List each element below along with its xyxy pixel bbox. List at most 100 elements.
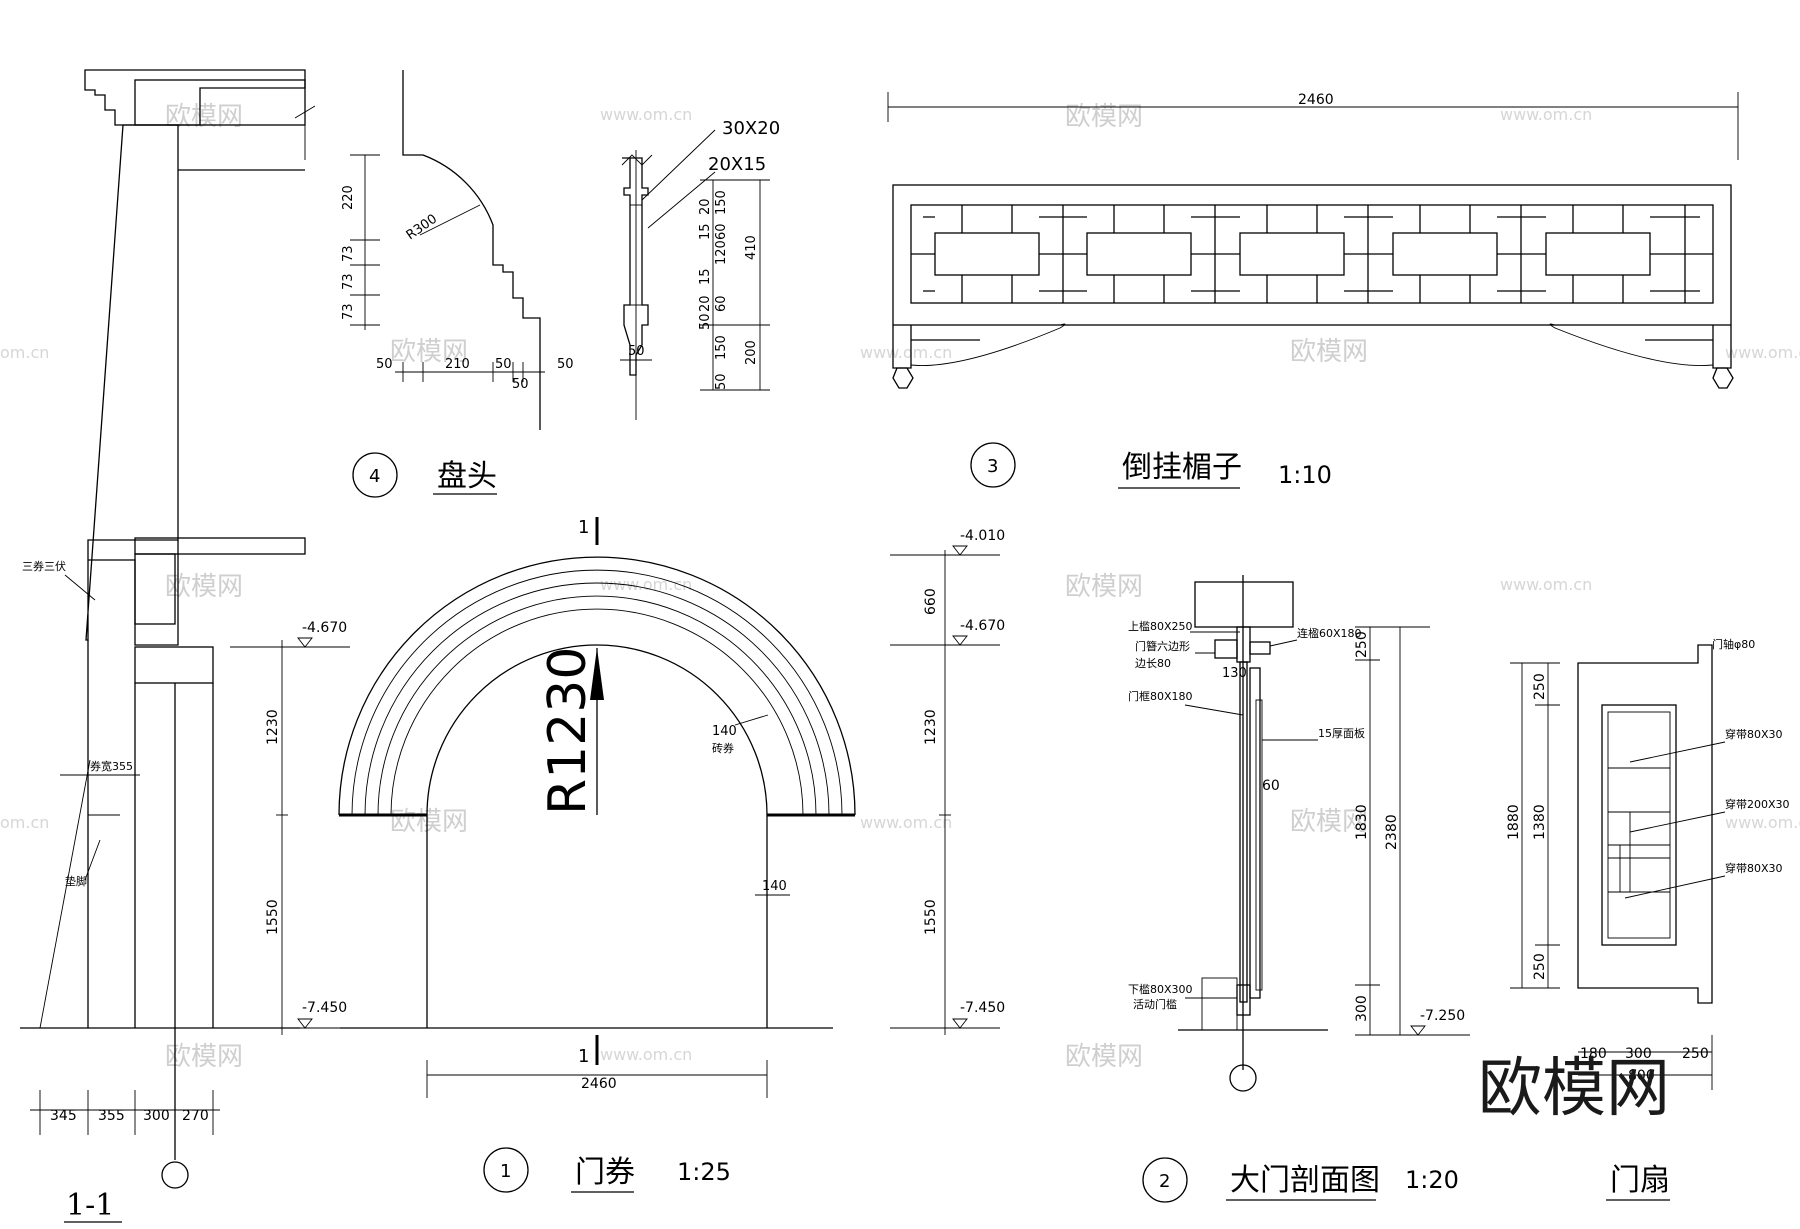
dim-value: 60	[714, 223, 729, 240]
door-panel	[1255, 699, 1263, 991]
dim-value: 15	[698, 268, 713, 285]
frame-section-detail: 30X20 20X15 50 20 150 15 60 120 15 20 60…	[620, 118, 780, 420]
level-marker	[297, 1018, 313, 1029]
watermark-logo: 欧模网	[1065, 1042, 1143, 1072]
detail-2-gate-section: 上槛80X250 门簪六边形 边长80 门框80X180 下槛80X300 活动…	[1128, 575, 1470, 1203]
label-base: 垫脚	[65, 874, 87, 888]
leader	[1184, 704, 1244, 716]
dim-value: 50	[376, 357, 393, 372]
detail-scale: 1:10	[1278, 461, 1332, 489]
label: 活动门槛	[1133, 997, 1177, 1011]
break-line	[294, 70, 316, 160]
dim-value: 130	[1222, 666, 1247, 681]
batter-line	[39, 759, 91, 1029]
arch-thickness	[88, 540, 179, 646]
leader	[84, 839, 101, 881]
dim-value: 50	[698, 313, 713, 330]
dim-value: 60	[714, 295, 729, 312]
level-marker	[952, 635, 968, 646]
watermark-site: www.om.cn	[860, 343, 952, 362]
leader	[1629, 811, 1726, 833]
watermark-logo: 欧模网	[1065, 572, 1143, 602]
watermark-logo: 欧模网	[1065, 102, 1143, 132]
leader	[1629, 741, 1726, 763]
dim-value: 345	[50, 1108, 77, 1124]
level-value: -4.670	[960, 618, 1005, 634]
dim-value: 1880	[1506, 804, 1522, 840]
meizi-feet	[892, 367, 1734, 389]
watermark-logo: 欧模网	[165, 572, 243, 602]
dim-line	[734, 714, 769, 726]
dim-value: 1550	[923, 899, 939, 935]
dim-value: 73	[341, 245, 356, 262]
detail-number: 3	[987, 456, 998, 477]
watermark-site: www.om.cn	[1500, 105, 1592, 124]
dim-value: 150	[714, 190, 729, 215]
level-marker	[297, 637, 313, 648]
arch-ring	[364, 582, 830, 816]
label: 穿带80X30	[1725, 727, 1783, 741]
detail-bubble	[970, 442, 1016, 488]
dim-value: 355	[98, 1108, 125, 1124]
level-value: -4.010	[960, 528, 1005, 544]
level-marker	[952, 1018, 968, 1029]
detail-title: 门券	[575, 1155, 635, 1190]
dim-value: 73	[341, 303, 356, 320]
watermark-site: www.om.cn	[1500, 575, 1592, 594]
meizi-outer-frame	[892, 184, 1732, 326]
tapered-wall	[85, 124, 179, 641]
detail-bubble	[352, 452, 398, 498]
dim-value: 1230	[923, 709, 939, 745]
hanging-flower-ornament	[910, 323, 1714, 366]
level-value: -7.250	[1420, 1008, 1465, 1024]
detail-4-pantou: R300 220 73 73 73 50 210 50 50 50 4 盘头	[341, 70, 574, 498]
detail-number: 1	[500, 1161, 511, 1182]
label: 穿带80X30	[1725, 861, 1783, 875]
break-symbol	[621, 154, 653, 166]
leader	[1269, 639, 1298, 647]
dim-value: 150	[714, 335, 729, 360]
dim-value: 250	[1682, 1046, 1709, 1062]
dim-value: 1380	[1532, 804, 1548, 840]
door-leaf	[1249, 667, 1261, 999]
watermark-logo: 欧模网	[390, 807, 468, 837]
watermark-logo: 欧模网	[1290, 337, 1368, 367]
detail-number: 4	[369, 466, 380, 487]
dim-value: 50	[557, 357, 574, 372]
dim-value: 2460	[581, 1076, 617, 1092]
dim-value: 1550	[265, 899, 281, 935]
level-value: -7.450	[960, 1000, 1005, 1016]
door-leaf-elevation: 门轴φ80 穿带80X30 穿带200X30 穿带80X30 250 1380 …	[1506, 637, 1790, 1201]
label: 上槛80X250	[1128, 619, 1193, 633]
dim-value: 60	[1262, 778, 1280, 794]
dim-value: 180	[1580, 1046, 1607, 1062]
label-brick-arch: 砖券	[712, 741, 734, 755]
dim-value: 20	[698, 295, 713, 312]
batten-detail	[1619, 812, 1631, 892]
section-1-1: 三券三伏 券宽355 垫脚 -4.670 -7.450 1230 1550 34…	[20, 69, 350, 1223]
label-three-three: 三券三伏	[22, 559, 66, 573]
level-value: -4.670	[302, 620, 347, 636]
door-pin	[1214, 639, 1238, 659]
watermark-logo: 欧模网	[165, 102, 243, 132]
lianying	[1249, 641, 1271, 655]
watermark-domain: om.cn	[0, 343, 49, 362]
detail-title: 大门剖面图	[1230, 1163, 1380, 1198]
detail-title: 盘头	[437, 459, 497, 494]
dim-value: 50	[512, 377, 529, 392]
dim-value: 250	[1354, 631, 1370, 658]
dim-value: 250	[1532, 953, 1548, 980]
door-leaf-outline	[1577, 644, 1713, 1004]
detail-scale: 1:20	[1405, 1166, 1459, 1194]
dim-value: 410	[744, 235, 759, 260]
arch-inner	[426, 644, 768, 816]
dim-value: 300	[1354, 995, 1370, 1022]
cross-battens	[1608, 767, 1670, 893]
watermark-site: www.om.cn	[1725, 813, 1800, 832]
label: 门簪六边形	[1135, 639, 1190, 653]
lintel-beam	[1194, 581, 1294, 628]
detail-title: 门扇	[1610, 1163, 1670, 1198]
watermark-site: www.om.cn	[1725, 343, 1800, 362]
dim-value: 73	[341, 273, 356, 290]
level-marker	[952, 545, 968, 556]
